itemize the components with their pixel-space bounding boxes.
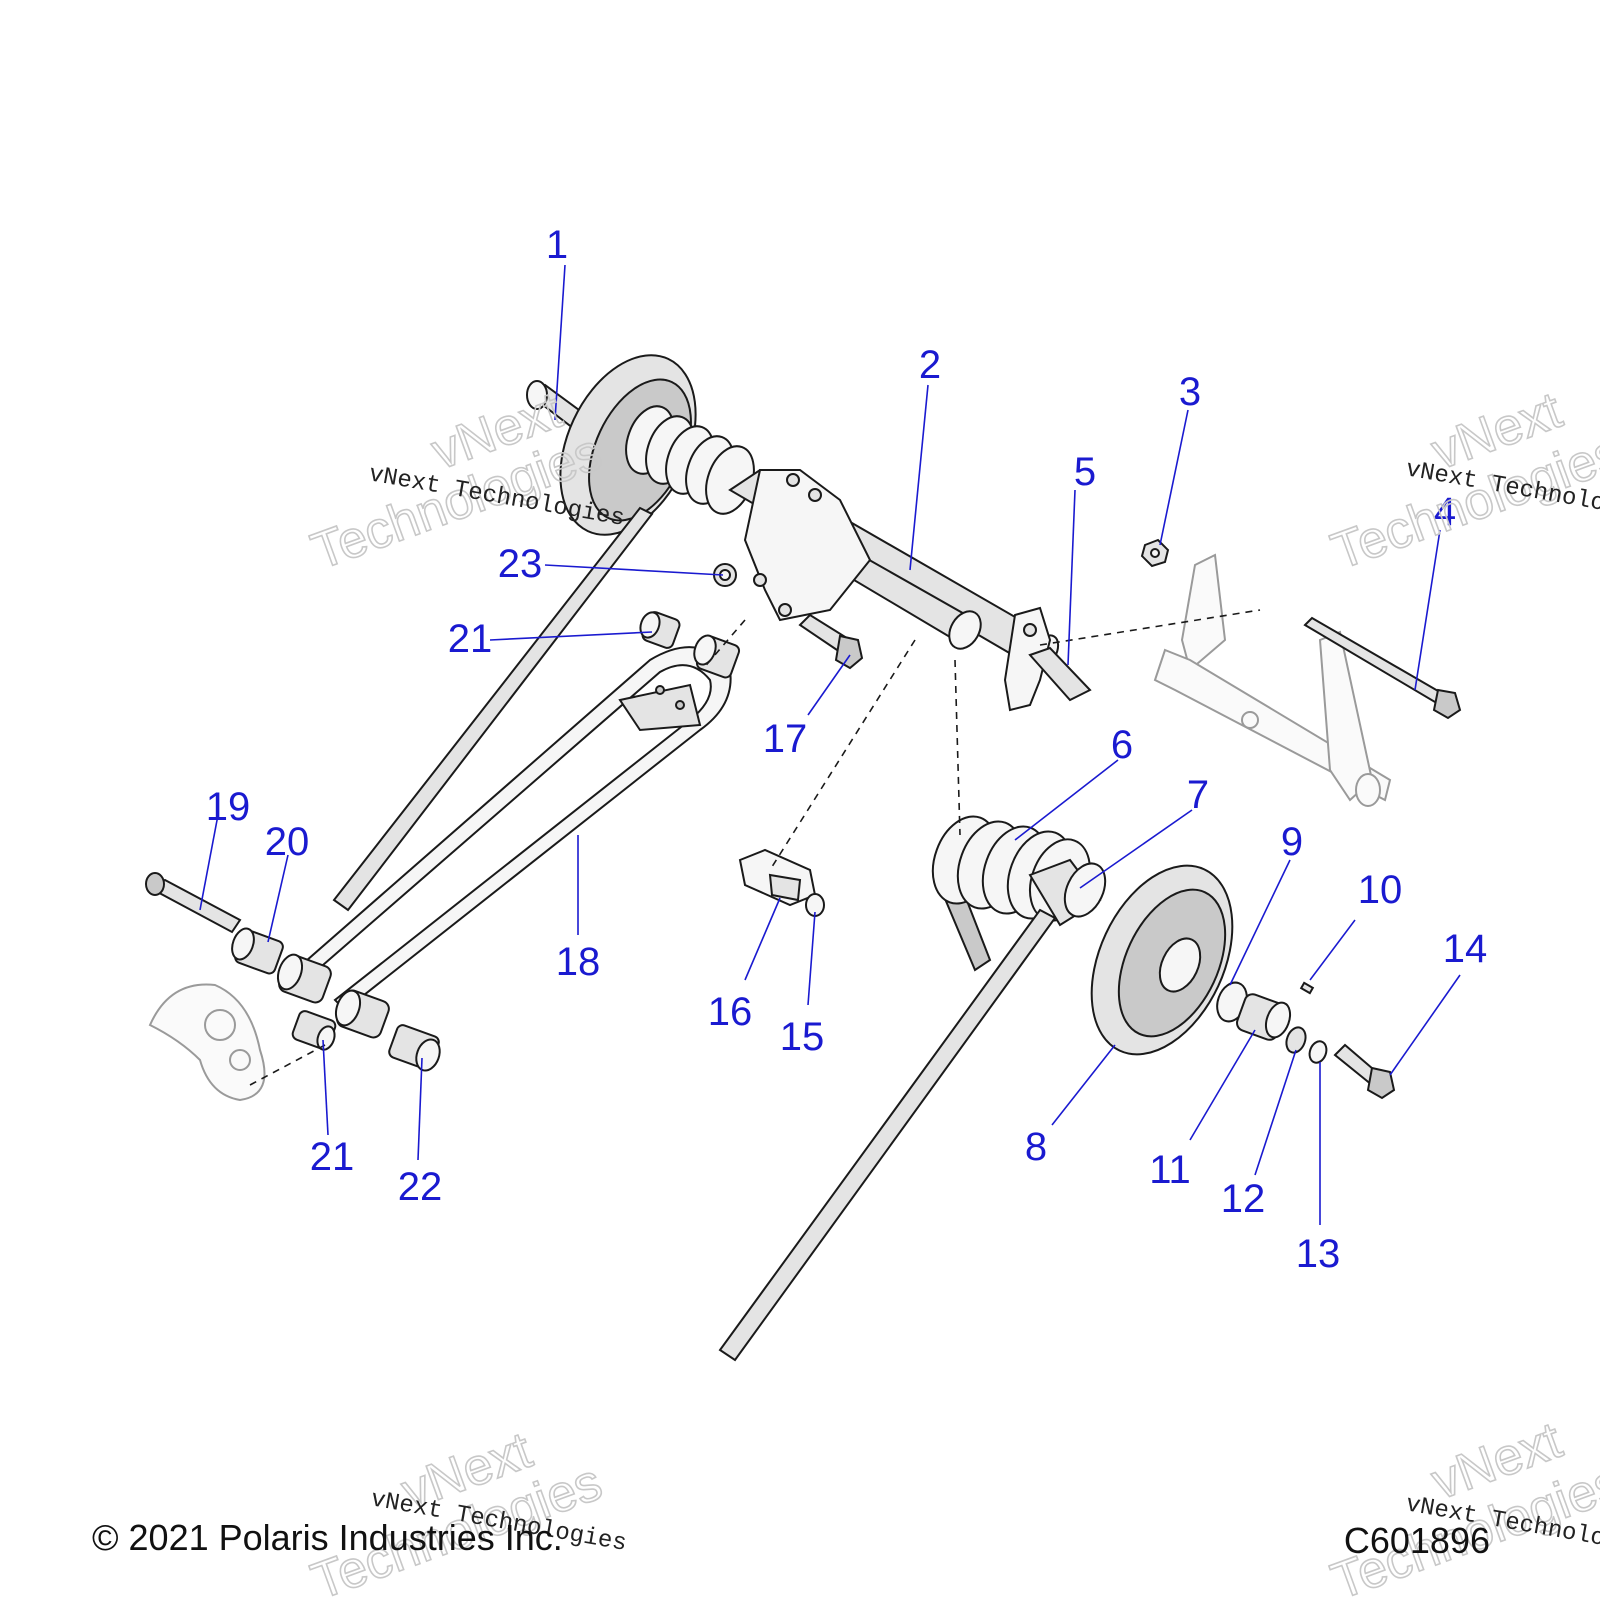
part-19-bolt bbox=[145, 872, 242, 934]
leader-12 bbox=[1254, 1049, 1297, 1176]
callout-1: 1 bbox=[546, 223, 568, 267]
leader-10 bbox=[1309, 919, 1356, 981]
copyright-text: © 2021 Polaris Industries Inc. bbox=[92, 1517, 563, 1558]
callout-2: 2 bbox=[919, 343, 941, 387]
callout-13: 13 bbox=[1296, 1232, 1341, 1276]
leader-15 bbox=[807, 911, 816, 1006]
left-spring-arm bbox=[332, 506, 654, 912]
part-3-nut bbox=[1140, 538, 1170, 568]
leader-21a bbox=[489, 631, 653, 641]
leader-7 bbox=[1079, 809, 1193, 889]
assembly-lines bbox=[249, 609, 1261, 1086]
part-18-arm-loop bbox=[288, 646, 732, 1012]
callout-20: 20 bbox=[265, 820, 310, 864]
callout-4: 4 bbox=[1434, 490, 1456, 534]
part-21-lower-bushing bbox=[291, 1010, 337, 1051]
part-4-bolt bbox=[1303, 616, 1462, 720]
leader-lines bbox=[199, 264, 1461, 1225]
callout-22: 22 bbox=[398, 1165, 443, 1209]
callout-10: 10 bbox=[1358, 868, 1403, 912]
callout-11: 11 bbox=[1149, 1148, 1191, 1192]
part-16-block bbox=[738, 848, 817, 907]
part-10-pin bbox=[1299, 981, 1315, 995]
leader-4 bbox=[1414, 529, 1441, 691]
leader-19 bbox=[199, 814, 219, 911]
right-spring-arm bbox=[718, 908, 1057, 1362]
callout-12: 12 bbox=[1221, 1177, 1266, 1221]
callout-17: 17 bbox=[763, 717, 808, 761]
callout-15: 15 bbox=[780, 1015, 825, 1059]
callout-18: 18 bbox=[556, 940, 601, 984]
leader-23 bbox=[544, 564, 724, 576]
ghost-frame-right bbox=[1153, 553, 1392, 807]
callout-6: 6 bbox=[1111, 723, 1133, 767]
part-14-bolt bbox=[1333, 1043, 1396, 1100]
callout-21-upper: 21 bbox=[448, 617, 493, 661]
leader-17 bbox=[807, 654, 851, 716]
callout-3: 3 bbox=[1179, 370, 1201, 414]
callout-21-lower: 21 bbox=[310, 1135, 355, 1179]
parts-layer bbox=[145, 354, 1462, 1362]
leader-21b bbox=[322, 1039, 329, 1136]
leader-1 bbox=[554, 264, 566, 421]
leader-11 bbox=[1189, 1029, 1256, 1141]
leader-3 bbox=[1159, 409, 1189, 546]
leader-5 bbox=[1067, 489, 1076, 666]
leader-8 bbox=[1051, 1044, 1116, 1126]
callout-19: 19 bbox=[206, 785, 251, 829]
watermark-top-right: vNext Technologies vNext Technologies bbox=[1323, 380, 1600, 582]
footer: © 2021 Polaris Industries Inc. C601896 bbox=[92, 1517, 1490, 1561]
part-8-wheel bbox=[1090, 864, 1234, 1056]
part-12-washer bbox=[1285, 1026, 1307, 1054]
callout-23: 23 bbox=[498, 542, 543, 586]
leader-22 bbox=[417, 1057, 423, 1161]
callout-14: 14 bbox=[1443, 927, 1488, 971]
part-13-lockwasher bbox=[1308, 1040, 1328, 1064]
axle-bracket-left bbox=[743, 469, 872, 622]
watermark-bottom-right: vNext Technologies vNext Technologies bbox=[1323, 1410, 1600, 1600]
axle-bracket-right bbox=[1003, 606, 1052, 712]
callout-8: 8 bbox=[1025, 1125, 1047, 1169]
part-22-flanged-bushing bbox=[388, 1024, 441, 1072]
leader-2 bbox=[909, 384, 929, 571]
leader-20 bbox=[267, 854, 289, 943]
part-17-bolt bbox=[798, 613, 864, 670]
callout-9: 9 bbox=[1281, 820, 1303, 864]
diagram-code: C601896 bbox=[1344, 1520, 1490, 1561]
part-11-spacer bbox=[1236, 993, 1292, 1041]
callout-5: 5 bbox=[1074, 450, 1096, 494]
leader-6 bbox=[1014, 759, 1119, 841]
leader-16 bbox=[744, 897, 781, 981]
arm-end-bushings bbox=[276, 953, 390, 1039]
callout-7: 7 bbox=[1187, 773, 1209, 817]
part-23-bolt bbox=[713, 563, 737, 587]
leader-9 bbox=[1229, 859, 1291, 986]
part-20-bushing bbox=[231, 927, 284, 975]
part-21-upper-bushings bbox=[639, 611, 741, 679]
callout-16: 16 bbox=[708, 990, 753, 1034]
part-5-pin bbox=[1028, 646, 1092, 702]
watermark-bottom-left: vNext Technologies vNext Technologies bbox=[303, 1420, 628, 1600]
ghost-frame-bracket-left bbox=[148, 983, 266, 1102]
leader-14 bbox=[1389, 974, 1461, 1076]
callout-labels: 1 2 3 4 5 6 7 8 9 10 11 12 13 14 15 16 1… bbox=[206, 223, 1488, 1276]
